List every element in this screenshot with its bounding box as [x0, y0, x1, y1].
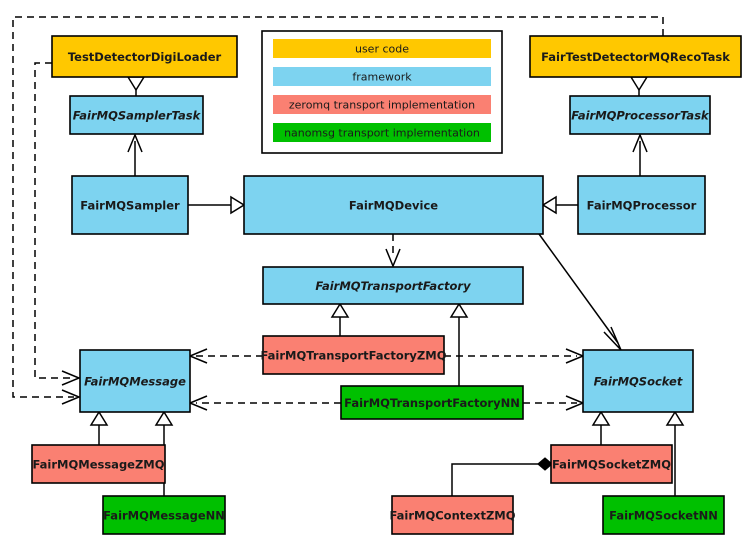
- class-box-FairMQSocket[interactable]: [582, 349, 694, 413]
- edge-tfnn-to-socket: [523, 395, 585, 411]
- class-box-FairMQSamplerTask[interactable]: [69, 95, 204, 135]
- class-node-FairMQProcessorTask[interactable]: FairMQProcessorTask: [569, 95, 711, 135]
- class-node-FairMQMessageZMQ[interactable]: FairMQMessageZMQ: [31, 444, 166, 484]
- edge-tfnn-to-transportfactory: [449, 302, 469, 386]
- edge-tfzmq-to-message: [188, 348, 263, 364]
- class-node-FairMQDevice[interactable]: FairMQDevice: [243, 175, 544, 235]
- class-box-FairMQDevice[interactable]: [243, 175, 544, 235]
- class-node-FairMQMessageNN[interactable]: FairMQMessageNN: [102, 495, 226, 535]
- edge-socketzmq-to-socket: [591, 410, 611, 445]
- class-box-FairMQSocketZMQ[interactable]: [550, 444, 673, 484]
- class-box-FairMQMessageNN[interactable]: [102, 495, 226, 535]
- legend-item-user_code: user code: [273, 39, 491, 58]
- edge-samplertask-to-digiloader: [126, 76, 146, 96]
- legend: user code framework zeromq transport imple…: [261, 30, 503, 154]
- legend-swatch-nanomsg: [273, 123, 491, 142]
- legend-item-nanomsg: nanomsg transport implementation: [273, 123, 491, 142]
- edge-tfzmq-to-transportfactory: [330, 302, 350, 336]
- edge-sampler-to-device: [188, 195, 246, 215]
- edge-tfzmq-to-socket: [444, 348, 585, 364]
- edge-processor-to-device: [541, 195, 578, 215]
- legend-item-zeromq: zeromq transport implementation: [273, 95, 491, 114]
- legend-swatch-framework: [273, 67, 491, 86]
- class-box-FairMQProcessor[interactable]: [577, 175, 706, 235]
- class-box-FairMQTransportFactoryNN[interactable]: [340, 385, 524, 420]
- class-box-FairMQTransportFactoryZMQ[interactable]: [262, 335, 445, 375]
- class-box-FairTestDetectorMQRecoTask[interactable]: [529, 35, 742, 78]
- edge-layer: [12, 16, 685, 496]
- edge-processor-to-processortask: [632, 133, 648, 176]
- class-box-FairMQContextZMQ[interactable]: [391, 495, 514, 535]
- class-node-FairMQProcessor[interactable]: FairMQProcessor: [577, 175, 706, 235]
- edge-device-to-socket: [538, 233, 622, 351]
- edge-tfnn-to-message: [188, 395, 341, 411]
- legend-swatch-user_code: [273, 39, 491, 58]
- class-node-FairMQTransportFactoryZMQ[interactable]: FairMQTransportFactoryZMQ: [260, 335, 447, 375]
- class-box-FairMQSocketNN[interactable]: [602, 495, 725, 535]
- class-node-FairMQTransportFactory[interactable]: FairMQTransportFactory: [262, 266, 524, 305]
- edge-device-to-transportfactory: [385, 234, 401, 268]
- class-box-FairMQTransportFactory[interactable]: [262, 266, 524, 305]
- edge-recotask-to-message: [12, 16, 664, 405]
- edge-sampler-to-samplertask: [127, 133, 143, 176]
- class-box-FairMQProcessorTask[interactable]: [569, 95, 711, 135]
- edge-socketnn-to-socket: [665, 410, 685, 496]
- class-node-FairMQSamplerTask[interactable]: FairMQSamplerTask: [69, 95, 204, 135]
- class-node-FairMQContextZMQ[interactable]: FairMQContextZMQ: [389, 495, 516, 535]
- class-box-FairMQMessage[interactable]: [79, 349, 191, 413]
- class-box-FairMQMessageZMQ[interactable]: [31, 444, 166, 484]
- legend-swatch-zeromq: [273, 95, 491, 114]
- edge-contextzmq-to-socketzmq: [451, 457, 553, 496]
- class-node-FairMQSocketZMQ[interactable]: FairMQSocketZMQ: [550, 444, 673, 484]
- edge-messagezmq-to-message: [89, 410, 109, 445]
- class-node-FairTestDetectorMQRecoTask[interactable]: FairTestDetectorMQRecoTask: [529, 35, 742, 78]
- class-node-FairMQSocketNN[interactable]: FairMQSocketNN: [602, 495, 725, 535]
- class-node-FairMQTransportFactoryNN[interactable]: FairMQTransportFactoryNN: [340, 385, 524, 420]
- class-node-FairMQMessage[interactable]: FairMQMessage: [79, 349, 191, 413]
- class-box-FairMQSampler[interactable]: [71, 175, 189, 235]
- class-node-FairMQSocket[interactable]: FairMQSocket: [582, 349, 694, 413]
- edge-digiloader-to-message: [34, 62, 81, 386]
- class-node-FairMQSampler[interactable]: FairMQSampler: [71, 175, 189, 235]
- edge-processortask-to-recotask: [629, 76, 649, 96]
- class-box-TestDetectorDigiLoader[interactable]: [51, 35, 238, 78]
- legend-item-framework: framework: [273, 67, 491, 86]
- class-node-TestDetectorDigiLoader[interactable]: TestDetectorDigiLoader: [51, 35, 238, 78]
